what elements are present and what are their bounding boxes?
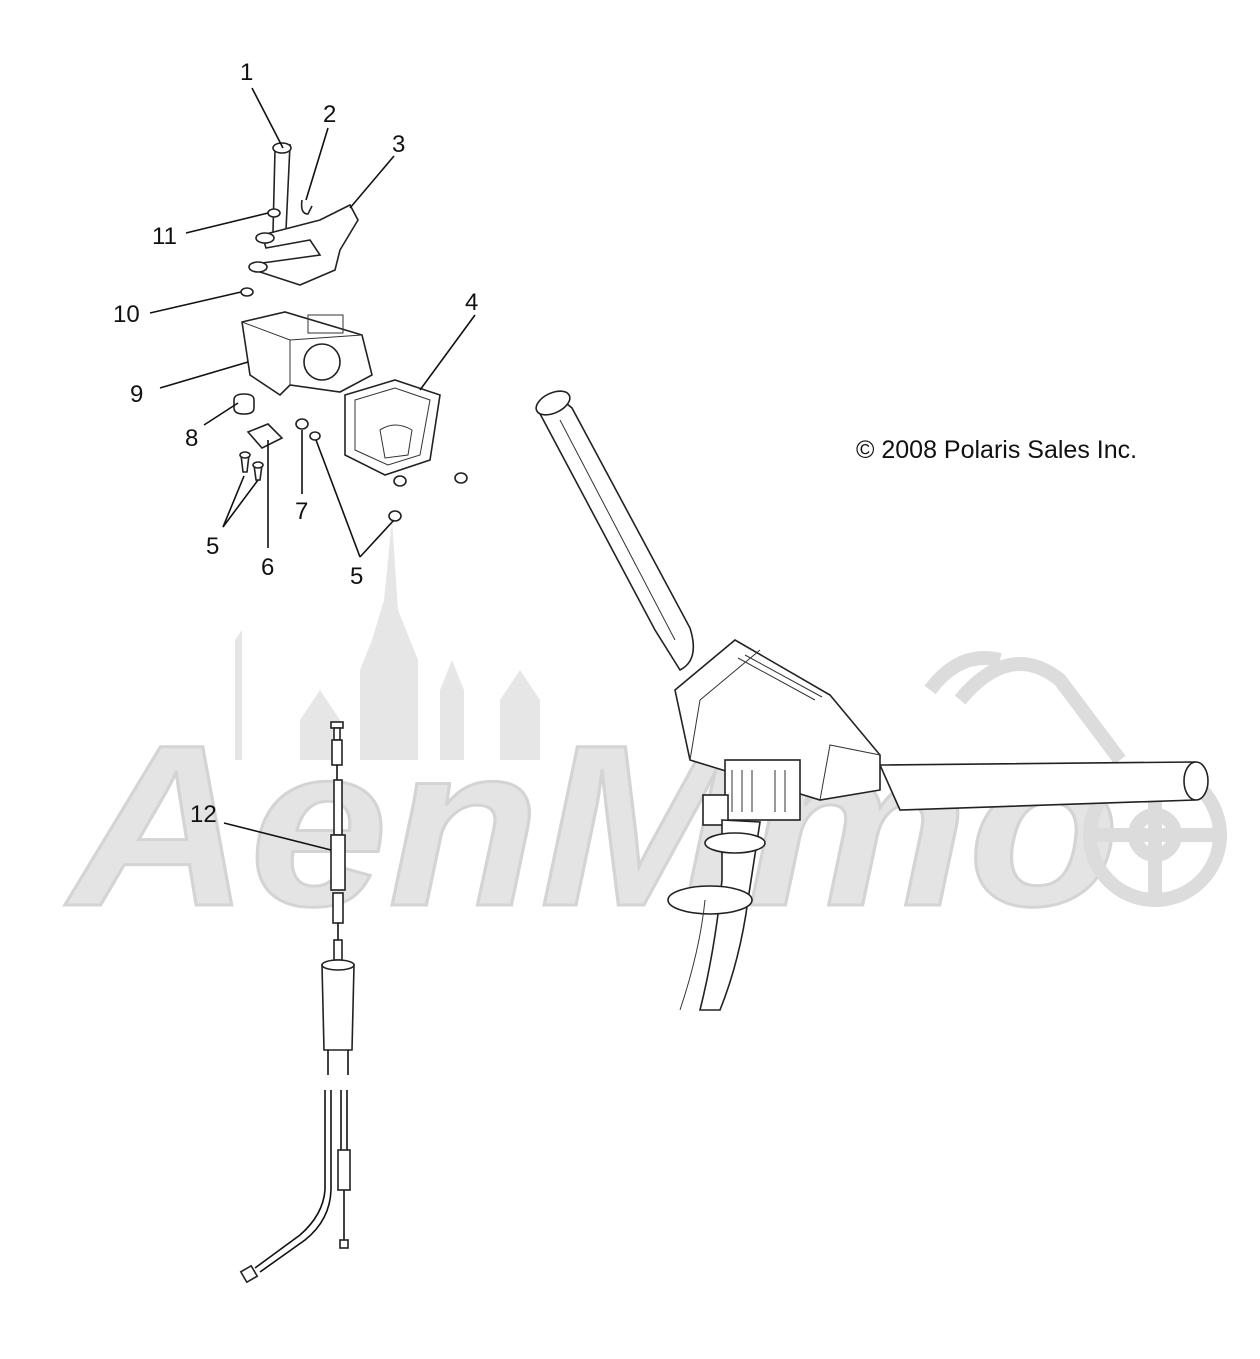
part-5-screw-right-3	[388, 510, 402, 522]
part-2-clip	[300, 199, 313, 215]
part-9-bore	[303, 343, 341, 381]
watermark: AenMmo	[63, 520, 1227, 956]
part-5-screw-right-1	[393, 475, 407, 487]
handlebar-pad-logo	[737, 654, 823, 701]
callout-1: 1	[240, 59, 253, 86]
part-5-screw-right-2	[454, 472, 468, 484]
handlebar-collar-2	[667, 885, 753, 915]
callout-11: 11	[152, 223, 177, 250]
callouts: 1 2 3 11 10 4 9 8 7 5 6 5 12	[113, 59, 478, 828]
callout-6: 6	[261, 554, 274, 581]
handlebar-assembly	[535, 390, 1209, 1011]
watermark-skyline	[235, 520, 540, 760]
callout-7: 7	[295, 498, 308, 525]
handlebar-left-end	[535, 390, 571, 416]
handlebar-collar-1	[704, 832, 766, 854]
part-3-lever	[253, 203, 359, 286]
callout-4: 4	[465, 289, 478, 316]
callout-8: 8	[185, 425, 198, 452]
throttle-parts	[233, 142, 468, 522]
part-4-cover	[344, 379, 441, 476]
callout-3: 3	[392, 131, 405, 158]
part-7-oring	[295, 418, 309, 430]
callout-5-left: 5	[206, 533, 219, 560]
handlebar-switch-block	[724, 759, 801, 821]
part-11-washer	[267, 208, 281, 218]
part-1-pin	[272, 143, 291, 236]
handlebar-stem	[698, 819, 761, 1011]
part-8-bushing	[233, 393, 255, 415]
part-12-cable	[239, 721, 355, 1284]
handlebar-right-end	[1183, 761, 1209, 801]
leader-lines	[149, 87, 476, 851]
callout-12: 12	[190, 801, 217, 828]
watermark-text: AenMmo	[65, 697, 1120, 954]
part-6-plate	[246, 423, 284, 449]
part-10-nut	[240, 287, 254, 297]
copyright-notice: © 2008 Polaris Sales Inc.	[856, 436, 1137, 464]
callout-2: 2	[323, 101, 336, 128]
watermark-motorcycle	[924, 651, 1227, 907]
callout-10: 10	[113, 301, 140, 328]
callout-9: 9	[130, 381, 143, 408]
callout-5-right: 5	[350, 563, 363, 590]
